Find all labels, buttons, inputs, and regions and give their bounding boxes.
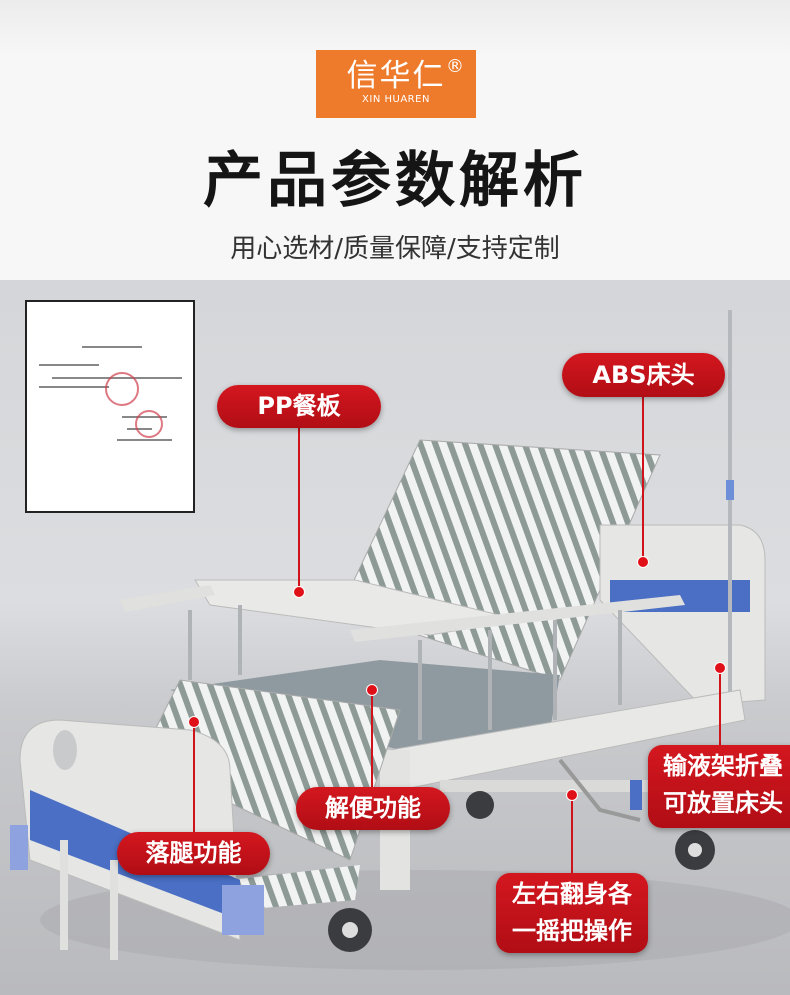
header-section <box>0 0 790 280</box>
label-iv-pole: 输液架折叠 可放置床头 <box>648 745 790 828</box>
label-crank-operation: 左右翻身各 一摇把操作 <box>496 873 648 953</box>
label-abs-headboard: ABS床头 <box>562 353 725 397</box>
label-pp-tray: PP餐板 <box>217 385 381 428</box>
page-subtitle: 用心选材/质量保障/支持定制 <box>230 234 560 264</box>
registration-certificate <box>25 300 195 513</box>
hospital-bed-image <box>10 310 790 970</box>
label-leg-drop: 落腿功能 <box>117 832 270 875</box>
brand-logo: 信华仁 ® XIN HUAREN <box>316 50 476 118</box>
page-title: 产品参数解析 <box>203 146 587 216</box>
seal-stamp <box>105 372 139 406</box>
label-toilet-function: 解便功能 <box>296 787 450 830</box>
seal-stamp <box>135 410 163 438</box>
